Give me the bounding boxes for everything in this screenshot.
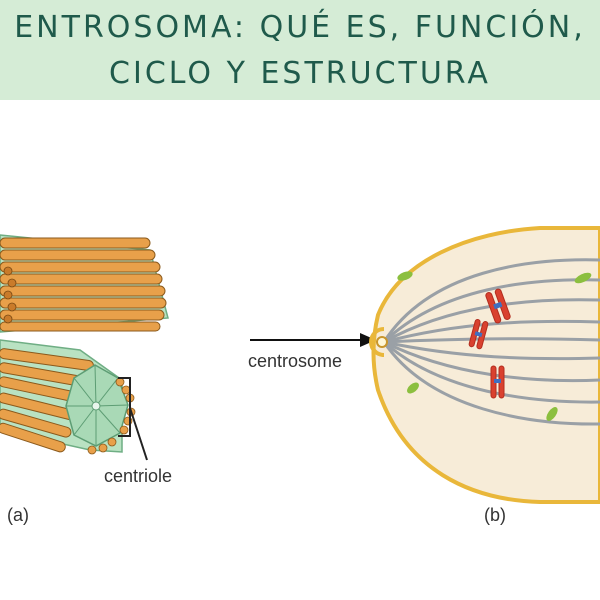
chromosomes [468,288,511,399]
upper-centriole [0,234,169,333]
centrosome-arrow [250,333,376,347]
dividing-cell [369,226,600,504]
centrosome-figure [0,226,600,504]
organelles [397,271,592,421]
title-banner: ENTROSOMA: QUÉ ES, FUNCIÓN, CICLO Y ESTR… [0,0,600,100]
title-line-2: CICLO Y ESTRUCTURA [109,56,491,91]
centriole-illustration [0,234,169,461]
panel-a-label: (a) [7,505,29,525]
title-line-1: ENTROSOMA: QUÉ ES, FUNCIÓN, [14,10,586,45]
centriole-label: centriole [104,466,173,486]
spindle-fibers [382,258,600,426]
centrosome-aster [369,327,388,357]
lower-centriole [0,339,148,461]
centrosome-label: centrosome [248,351,343,371]
panel-b-label: (b) [484,505,506,525]
